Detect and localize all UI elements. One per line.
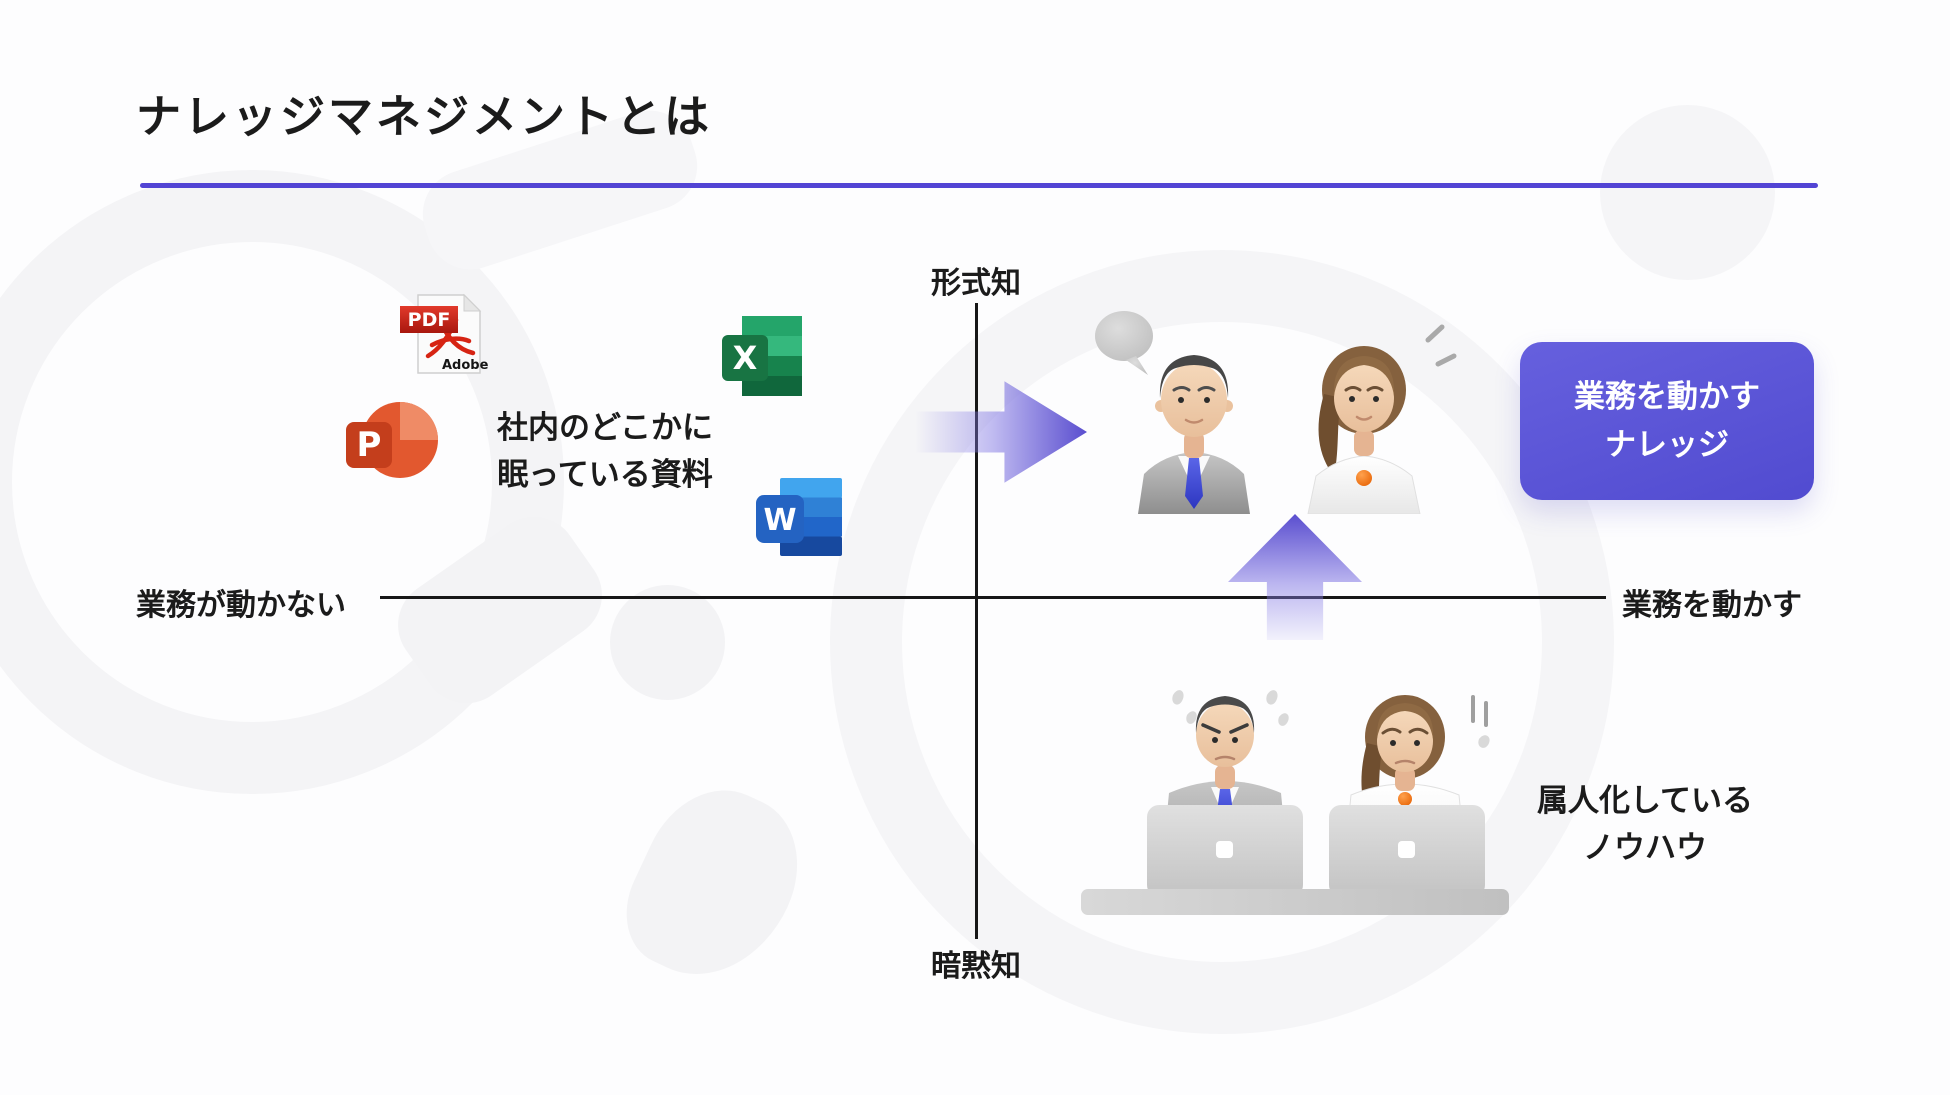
surprise-marks-icon xyxy=(1425,324,1457,367)
title-accent-rule xyxy=(140,183,1818,188)
brooch-icon xyxy=(1356,470,1372,486)
axis-label-business-not-moving: 業務が動かない xyxy=(136,588,346,623)
badge-line: 業務を動かす xyxy=(1574,378,1760,415)
caption-line: 属人化している xyxy=(1536,783,1754,819)
speech-bubble-icon xyxy=(1095,311,1153,375)
vertical-axis-line xyxy=(975,303,978,939)
stressed-workers-illustration xyxy=(1075,683,1515,918)
powerpoint-icon: P xyxy=(344,396,440,486)
badge-line: ナレッジ xyxy=(1605,427,1729,463)
powerpoint-letter: P xyxy=(357,425,382,465)
background-circle xyxy=(1600,105,1775,280)
desk-surface xyxy=(1081,889,1509,915)
horizontal-axis-line xyxy=(380,596,1606,599)
background-circle xyxy=(610,585,725,700)
brooch-icon xyxy=(1398,792,1412,806)
pdf-file-icon: Adobe PDF xyxy=(398,292,490,376)
woman-figure xyxy=(1307,346,1421,514)
knowledge-badge: 業務を動かす ナレッジ xyxy=(1520,342,1814,500)
word-letter: W xyxy=(763,503,796,538)
people-sharing-illustration xyxy=(1086,298,1460,514)
axis-label-tacit-knowledge: 暗黙知 xyxy=(931,949,1021,984)
man-figure xyxy=(1138,355,1250,514)
pdf-banner-text: PDF xyxy=(408,309,451,331)
excel-icon: X xyxy=(720,314,804,398)
word-icon: W xyxy=(754,476,844,558)
axis-label-business-moving: 業務を動かす xyxy=(1622,588,1802,623)
excel-letter: X xyxy=(733,339,758,377)
page-title: ナレッジマネジメントとは xyxy=(136,90,713,143)
caption-line: 社内のどこかに xyxy=(496,410,714,446)
exclamation-marks-icon xyxy=(1471,695,1490,748)
caption-line: 眠っている資料 xyxy=(497,456,713,493)
caption-line: ノウハウ xyxy=(1583,829,1707,866)
background-comma xyxy=(606,767,824,1003)
axis-label-explicit-knowledge: 形式知 xyxy=(931,266,1021,301)
adobe-brand-text: Adobe xyxy=(442,358,489,373)
sweat-drops-icon xyxy=(1172,690,1289,726)
personalized-knowhow-caption: 属人化している ノウハウ xyxy=(1495,778,1795,871)
sleeping-documents-caption: 社内のどこかに 眠っている資料 xyxy=(455,405,755,498)
